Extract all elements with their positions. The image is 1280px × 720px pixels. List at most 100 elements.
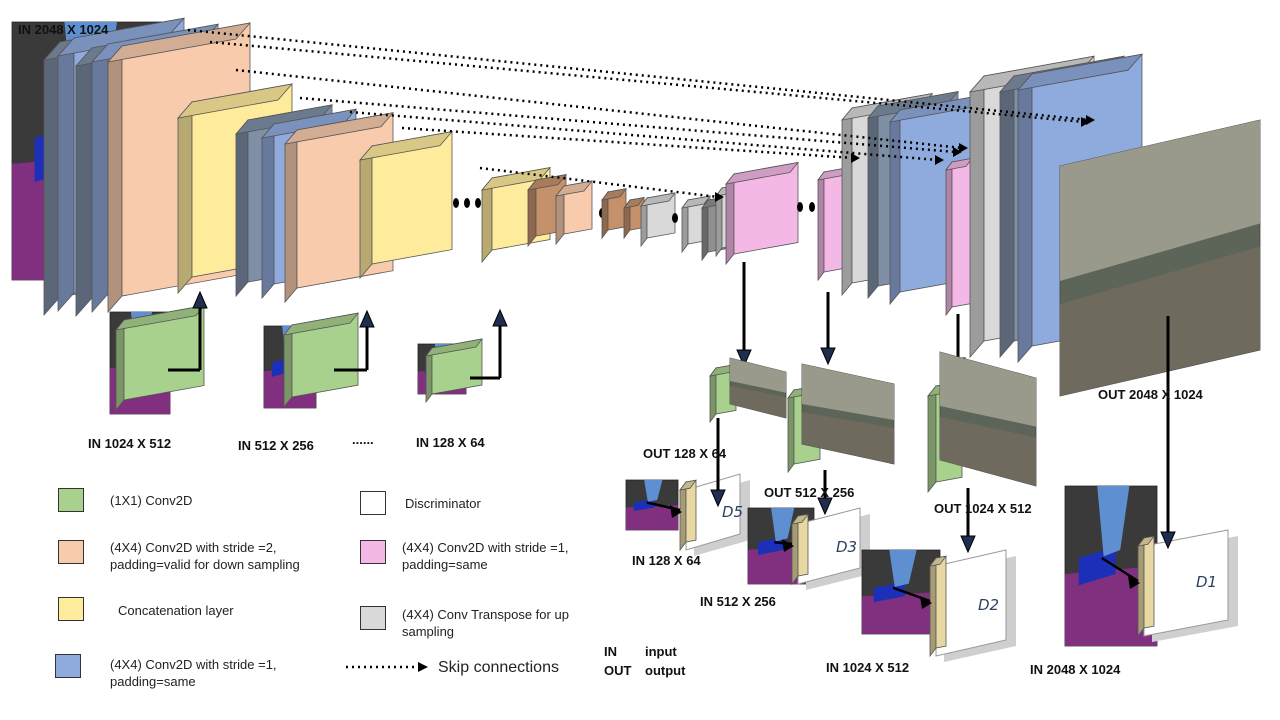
label-disc-input-2048: IN 2048 X 1024 xyxy=(1030,662,1121,677)
skip-connection-4-head xyxy=(953,147,962,157)
output-photo-512-road xyxy=(802,412,894,464)
legend-swatch-conv-same-pink xyxy=(360,540,386,564)
disc-d3-head-slab-face xyxy=(791,514,799,586)
skip-connection-5-head xyxy=(935,155,944,165)
dec-slab-pink-3-face xyxy=(945,160,953,317)
arrow-down-out-512-head xyxy=(820,347,836,366)
legend-out-abbr: OUT xyxy=(604,663,632,678)
legend-text-conv-down: (4X4) Conv2D with stride =2, padding=val… xyxy=(110,540,300,572)
arrow-up-128-head xyxy=(492,308,508,327)
disc-d1-head-slab-face xyxy=(1137,535,1155,547)
label-input-128: IN 128 X 64 xyxy=(416,435,485,450)
disc-d2-head-slab-face xyxy=(929,555,947,567)
skip-connection-7 xyxy=(479,166,719,199)
disc-d1-input-seg xyxy=(1064,485,1158,647)
disc-d3-arrow-head xyxy=(782,539,794,552)
out-conv-512-face xyxy=(787,388,795,474)
disc-d1-input-seg-sky xyxy=(1097,486,1130,557)
enc-slab-blue-3-face xyxy=(261,122,275,300)
arrow-down-out-128-head xyxy=(736,349,752,368)
enc-slab-down-1-face xyxy=(107,44,123,314)
label-disc-input-1024: IN 1024 X 512 xyxy=(826,660,910,675)
disc-label-d1: D1 xyxy=(1196,573,1218,591)
output-photo-1024-buildings xyxy=(940,352,1036,427)
disc-d1-head-slab xyxy=(1137,535,1155,638)
disc-d3-head-slab-face xyxy=(791,513,809,525)
legend-text-conv1x1: (1X1) Conv2D xyxy=(110,493,193,508)
label-output-2048: OUT 2048 X 1024 xyxy=(1098,387,1203,402)
disc-d5-input-seg-road xyxy=(626,505,678,530)
skip-connection-3 xyxy=(235,68,963,150)
enc-dot-3 xyxy=(475,198,481,208)
skip-connection-5 xyxy=(349,110,939,162)
label-input-512: IN 512 X 256 xyxy=(238,438,314,453)
conv1x1-block-1024 xyxy=(115,305,205,412)
output-photo-128-buildings xyxy=(730,358,786,393)
conv1x1-block-128 xyxy=(425,338,483,404)
label-disc-input-128: IN 128 X 64 xyxy=(632,553,701,568)
legend-in-abbr: IN xyxy=(604,644,617,659)
disc-d1-input-seg-cars xyxy=(1078,546,1116,586)
dec-slab-gray-1-face xyxy=(681,195,711,209)
legend-swatch-conv1x1 xyxy=(58,488,84,512)
output-photo-2048-road xyxy=(1060,246,1260,396)
label-input-top: IN 2048 X 1024 xyxy=(18,22,109,37)
dec-slab-blue-1-face xyxy=(889,108,901,306)
disc-label-d2: D2 xyxy=(978,596,1000,614)
mid-slab-brown-1 xyxy=(601,188,627,240)
dec-slab-pink-1 xyxy=(725,161,799,266)
dec-slab-pink-3-face xyxy=(951,157,973,308)
arrow-up-512-head xyxy=(359,309,375,328)
enc-slab-slate-3-face xyxy=(235,118,249,298)
arrow-down-d2-head xyxy=(960,535,976,554)
legend-text-concat: Concatenation layer xyxy=(118,603,234,618)
conv1x1-block-1024-face xyxy=(115,318,125,412)
enc-slab-down-3 xyxy=(555,180,593,246)
enc-slab-concat-2 xyxy=(358,131,454,280)
label-output-512: OUT 512 X 256 xyxy=(764,485,855,500)
label-output-1024: OUT 1024 X 512 xyxy=(934,501,1032,516)
legend-swatch-conv-down xyxy=(58,540,84,564)
enc-slab-blue-1-face xyxy=(57,36,75,313)
disc-d5-input-seg-sky xyxy=(644,480,663,502)
disc-d5-input-seg xyxy=(625,479,679,531)
disc-d5-head-slab xyxy=(679,479,697,552)
dec-slab-gray-5-face xyxy=(969,74,985,359)
enc-dot-1 xyxy=(453,198,459,208)
enc-slab-concat-1-face xyxy=(177,100,193,295)
conv1x1-block-512 xyxy=(283,312,359,409)
disc-label-d5: D5 xyxy=(722,503,744,521)
legend-text-conv-same-pink: (4X4) Conv2D with stride =1, padding=sam… xyxy=(402,540,569,572)
enc-slab-brown-1-face xyxy=(527,174,567,191)
output-photo-128-road xyxy=(730,385,786,418)
legend-swatch-concat xyxy=(58,597,84,621)
skip-connection-6-head xyxy=(851,153,860,163)
disc-d2-head-slab-face xyxy=(929,556,937,658)
disc-d5-head-slab-face xyxy=(679,479,697,491)
disc-d1-arrow-head xyxy=(1128,576,1140,589)
legend-text-discriminator: Discriminator xyxy=(405,496,481,511)
legend-text-conv-same: (4X4) Conv2D with stride =1, padding=sam… xyxy=(110,657,277,689)
disc-d1-head-slab-face xyxy=(1143,535,1155,629)
dec-slab-blue-2-face xyxy=(1016,53,1144,91)
disc-d2-input-seg-sky xyxy=(889,550,917,587)
legend-in-full: input xyxy=(645,644,677,659)
label-output-128: OUT 128 X 64 xyxy=(643,446,727,461)
enc-slab-concat-3-face xyxy=(481,176,493,264)
enc-slab-concat-2-face xyxy=(358,131,454,161)
legend-text-conv-transpose: (4X4) Conv Transpose for up sampling xyxy=(402,607,569,639)
enc-slab-slate-2-face xyxy=(75,46,93,318)
legend-skip-arrowhead xyxy=(418,662,428,672)
skip-connection-1 xyxy=(187,28,1090,122)
legend-swatch-conv-same xyxy=(55,654,81,678)
dec-dot-1 xyxy=(797,202,803,212)
mid-slab-brown-1-face xyxy=(601,188,627,201)
legend-text-skip: Skip connections xyxy=(438,659,559,676)
output-photo-1024-road xyxy=(940,416,1036,486)
dec-slab-pink-2-face xyxy=(817,170,825,282)
disc-d2-arrow-head xyxy=(920,596,932,609)
dec-slab-pink-3 xyxy=(945,157,973,317)
mid-dot-2 xyxy=(672,213,678,223)
disc-d3-head-slab-face xyxy=(797,513,809,577)
